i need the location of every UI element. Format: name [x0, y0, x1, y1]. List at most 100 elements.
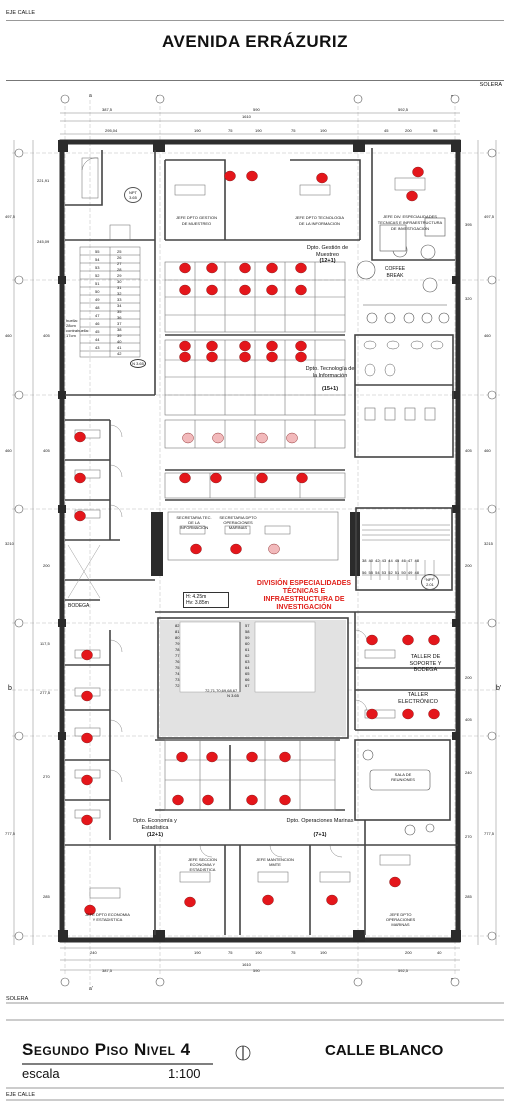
chair [81, 774, 93, 786]
footer-lines [6, 1002, 504, 1101]
dim-top-sub-9: 95 [433, 128, 438, 133]
north-arrow [235, 1045, 251, 1061]
chair [246, 170, 258, 182]
stair-step-number: 35 [117, 309, 122, 314]
dim-right-inner-7: 240 [465, 770, 472, 775]
dim-top-span-1: 387,5 [102, 107, 113, 112]
stair-step-number: 79 [175, 641, 180, 646]
stair-note: huella: 28cm contrahuella: 17cm [66, 318, 89, 338]
room-taller-electronico: TALLER ELECTRÓNICO [398, 692, 438, 705]
stair-step-number: 26 [117, 255, 122, 260]
chair [81, 732, 93, 744]
stair-step-number: 75 [175, 665, 180, 670]
stair-step-number: 47 [95, 313, 100, 318]
stair-step-number: 81 [175, 629, 180, 634]
room-secretaria-1: SECRETARIA TEC. DE LA INFORMACION [176, 515, 212, 530]
street-name-top: AVENIDA ERRÁZURIZ [161, 32, 349, 51]
chair [266, 351, 278, 363]
chair [296, 472, 308, 484]
chair [239, 351, 251, 363]
chair [74, 510, 86, 522]
dim-right-outer-5: 777,5 [484, 831, 495, 836]
chair [179, 472, 191, 484]
coffee-tables [356, 217, 450, 324]
chair [366, 634, 378, 646]
dim-right-outer-4: 3215 [484, 541, 493, 546]
section-b-prime-label: b' [496, 685, 502, 692]
room-coffee-break: COFFEE BREAK [384, 266, 406, 279]
height-box-line-2: Hv: 3.85m [186, 600, 209, 606]
dim-left-inner-7: 277,5 [40, 690, 51, 695]
dim-top-sub-4: 190 [255, 128, 262, 133]
stair-center-bottom: 72,71,70,69,68,67 [205, 688, 238, 693]
room-bodega: BODEGA [68, 603, 90, 609]
chair [295, 340, 307, 352]
dim-top-span-2: 590 [253, 107, 260, 112]
stair-step-number: 42 [117, 351, 122, 356]
dim-left-outer-2: 460 [5, 333, 12, 338]
section-a-label: a [89, 93, 92, 99]
chair [268, 543, 280, 555]
dim-right-inner-8: 270 [465, 834, 472, 839]
npt-marker-2: NPT 2.01 [421, 574, 439, 590]
scale-value: 1:100 [168, 1066, 201, 1081]
stair-step-number: 38 [117, 327, 122, 332]
dim-bottom-span-3: 592,5 [398, 968, 409, 973]
chair [239, 284, 251, 296]
dim-top-sub-5: 75 [291, 128, 296, 133]
chair [295, 351, 307, 363]
chair [179, 262, 191, 274]
dim-top-span-3: 592,5 [398, 107, 409, 112]
dim-top-sub-8: 200 [405, 128, 412, 133]
bodega-hatch [67, 544, 101, 599]
chair [84, 904, 96, 916]
solera-line-top [6, 80, 504, 81]
dim-left-inner-3: 405 [43, 333, 50, 338]
chair [206, 340, 218, 352]
dim-bottom-sub-4: 190 [255, 950, 262, 955]
chair [246, 751, 258, 763]
stair-step-number: 41 [117, 345, 122, 350]
dim-bottom-sub-3: 75 [228, 950, 233, 955]
room-dpto-operaciones: Dpto. Operaciones Marinas [286, 818, 354, 824]
stair-step-number: 61 [245, 647, 250, 652]
npt-marker-1: NPT 3.65 [124, 187, 142, 203]
eje-calle-bottom: EJE CALLE [6, 1092, 36, 1098]
room-secretaria-2: SECRETARIA DPTO OPERACIONES MARINAS [219, 515, 257, 530]
stair-step-number: 80 [175, 635, 180, 640]
chair [74, 431, 86, 443]
dim-bottom-sub-1: 240 [90, 950, 97, 955]
chair [81, 814, 93, 826]
axis-bubbles [14, 94, 497, 987]
dim-right-inner-6: 405 [465, 717, 472, 722]
stair-step-number: 50 [95, 289, 100, 294]
desks [74, 177, 426, 899]
stair-step-number: 78 [175, 647, 180, 652]
stair-step-number: 55 [95, 249, 100, 254]
stair-step-number: 31 [117, 285, 122, 290]
chair [81, 690, 93, 702]
height-box: H: 4.25m Hv: 3.85m [183, 592, 229, 608]
chair [266, 284, 278, 296]
chair [74, 472, 86, 484]
stair-step-number: 72 [175, 683, 180, 688]
dim-left-inner-4: 405 [43, 448, 50, 453]
stair-step-number: 60 [245, 641, 250, 646]
dim-top-sub-6: 190 [320, 128, 327, 133]
room-dpto-economia-count: (12+1) [146, 832, 164, 838]
chair [239, 262, 251, 274]
stair-step-number: 67 [245, 683, 250, 688]
level-marker-1: N 3.65 [130, 359, 146, 368]
dim-right-inner-1: 395 [465, 222, 472, 227]
chair [256, 472, 268, 484]
chair [256, 432, 268, 444]
dim-left-inner-8: 270 [43, 774, 50, 779]
dim-top-total: 1610 [242, 114, 251, 119]
stair-step-number: 62 [245, 653, 250, 658]
dim-left-inner-2: 245,09 [37, 239, 50, 244]
chair [224, 170, 236, 182]
stair-step-number: 29 [117, 273, 122, 278]
